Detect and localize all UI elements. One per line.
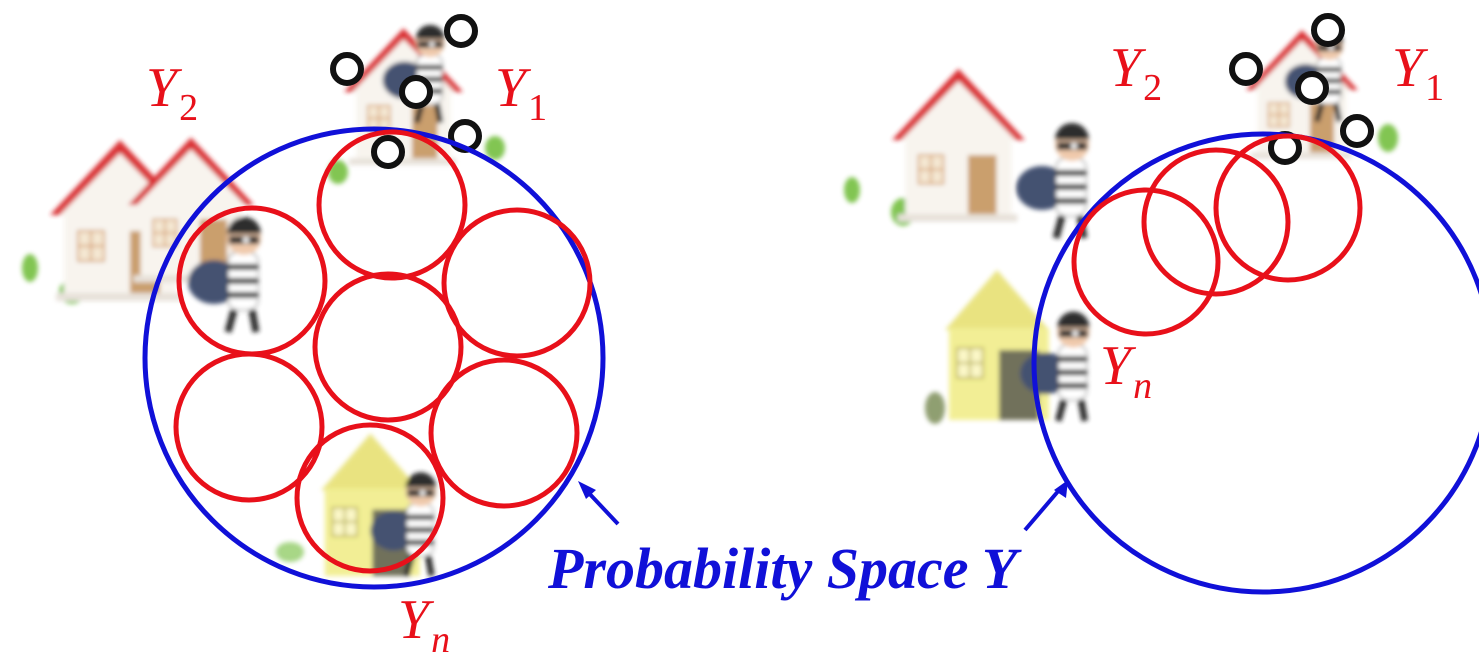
right-subset-circles (1074, 136, 1360, 334)
bush-icon (485, 136, 505, 160)
right-label-y1: Y1 (1392, 40, 1444, 107)
house-icon (892, 69, 1025, 222)
bush-icon (844, 177, 860, 203)
left-label-yn: Yn (398, 592, 450, 659)
bush-icon (1378, 124, 1398, 152)
right-label-yn: Yn (1100, 338, 1152, 405)
burglar-icon (1016, 123, 1089, 238)
bush-icon (276, 542, 304, 562)
caption-probability-space: Probability Space Y (548, 540, 1017, 598)
pin-marker (402, 78, 430, 106)
bush-icon (925, 392, 945, 424)
pin-marker (333, 55, 361, 83)
left-illustration (22, 25, 505, 576)
house-icon (321, 434, 420, 577)
subset-circle (431, 360, 577, 506)
left-label-y1: Y1 (495, 60, 547, 127)
bush-icon (22, 254, 38, 282)
pin-marker (1343, 117, 1371, 145)
right-pointer-arrow (1025, 489, 1060, 530)
right-label-y2: Y2 (1110, 40, 1162, 107)
subset-circle (444, 210, 590, 356)
pin-marker (1298, 74, 1326, 102)
left-label-y2: Y2 (146, 60, 198, 127)
pin-marker (1314, 16, 1342, 44)
pin-marker (374, 138, 402, 166)
pin-marker (1232, 55, 1260, 83)
pin-marker (447, 17, 475, 45)
